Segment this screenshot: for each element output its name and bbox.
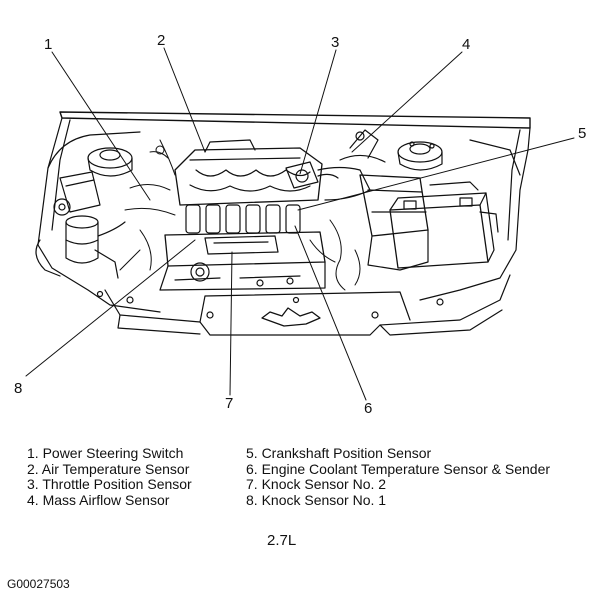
legend-item: 7. Knock Sensor No. 2	[246, 476, 387, 493]
legend-item: 5. Crankshaft Position Sensor	[246, 445, 432, 461]
callout-2: 2	[157, 32, 166, 49]
callout-6: 6	[364, 400, 373, 417]
hoses-and-wiring	[119, 139, 361, 291]
callout-4: 4	[462, 36, 471, 53]
callout-8: 8	[14, 380, 23, 397]
engine-caption: 2.7L	[267, 532, 297, 549]
intake-runners	[185, 204, 301, 234]
legend-item: 1. Power Steering Switch	[27, 445, 184, 461]
battery	[389, 181, 499, 269]
hood-outline	[35, 111, 531, 313]
callout-7: 7	[225, 395, 234, 412]
right-strut-tower	[397, 141, 443, 171]
legend-item: 3. Throttle Position Sensor	[27, 476, 192, 493]
intake-plenum	[174, 139, 323, 206]
power-steering-reservoir	[53, 171, 126, 279]
callout-5: 5	[578, 125, 587, 142]
throttle-body	[285, 161, 339, 189]
legend-item: 6. Engine Coolant Temperature Sensor & S…	[246, 460, 551, 477]
leader-lines	[25, 47, 575, 401]
engine-block	[159, 231, 326, 291]
radiator-support	[96, 274, 511, 336]
air-cleaner-box	[359, 174, 429, 271]
legend-item: 4. Mass Airflow Sensor	[27, 492, 170, 509]
engine-bay-illustration	[25, 47, 575, 401]
legend-item: 2. Air Temperature Sensor	[27, 460, 190, 477]
figure-id: G00027503	[7, 577, 70, 591]
callout-1: 1	[44, 36, 53, 53]
callout-3: 3	[331, 34, 340, 51]
legend-left-column: 1. Power Steering Switch 2. Air Temperat…	[27, 445, 192, 509]
legend-item: 8. Knock Sensor No. 1	[246, 492, 387, 509]
legend-right-column: 5. Crankshaft Position Sensor 6. Engine …	[246, 445, 551, 509]
